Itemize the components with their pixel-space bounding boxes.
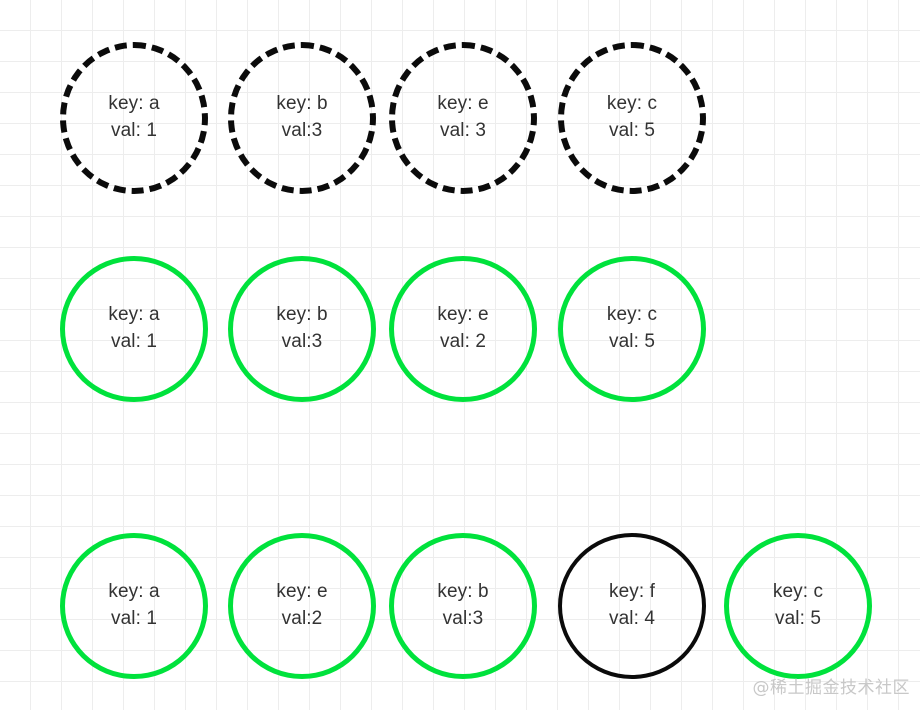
node-circle: key: c val: 5 — [724, 533, 872, 679]
node-val-label: val:3 — [442, 608, 484, 629]
node-val-label: val: 2 — [439, 331, 486, 352]
node-circle: key: a val: 1 — [60, 42, 208, 194]
node-circle: key: c val: 5 — [558, 42, 706, 194]
node-key-label: key: a — [108, 581, 160, 603]
watermark: @稀土掘金技术社区 — [752, 678, 910, 698]
diagram-row-sorted: key: a val: 1 key: e val:2 key: b val:3 key: f… — [0, 533, 920, 681]
node-val-label: val: 5 — [608, 331, 655, 352]
node-val-label: val: 5 — [774, 608, 821, 629]
node-key-label: key: b — [437, 581, 489, 603]
node-key-label: key: c — [772, 581, 824, 603]
node-key-label: key: b — [276, 93, 328, 115]
node-key-label: key: c — [606, 93, 658, 115]
node-key-label: key: a — [108, 304, 160, 326]
node-circle: key: a val: 1 — [60, 256, 208, 402]
node-circle: key: f val: 4 — [558, 533, 706, 679]
node-key-label: key: e — [276, 581, 328, 603]
node-circle: key: c val: 5 — [558, 256, 706, 402]
node-circle: key: e val: 3 — [389, 42, 537, 194]
node-circle: key: b val:3 — [228, 256, 376, 402]
node-key-label: key: c — [606, 304, 658, 326]
node-circle: key: e val: 2 — [389, 256, 537, 402]
node-circle: key: b val:3 — [228, 42, 376, 194]
node-val-label: val:3 — [281, 331, 323, 352]
node-key-label: key: b — [276, 304, 328, 326]
node-val-label: val: 1 — [110, 608, 157, 629]
node-circle: key: a val: 1 — [60, 533, 208, 679]
node-val-label: val:3 — [281, 120, 323, 141]
node-val-label: val: 1 — [110, 331, 157, 352]
node-key-label: key: e — [437, 93, 489, 115]
node-val-label: val: 1 — [110, 120, 157, 141]
node-key-label: key: a — [108, 93, 160, 115]
node-val-label: val: 3 — [439, 120, 486, 141]
node-key-label: key: f — [608, 581, 655, 603]
node-circle: key: e val:2 — [228, 533, 376, 679]
node-val-label: val: 5 — [608, 120, 655, 141]
node-val-label: val: 4 — [608, 608, 655, 629]
node-key-label: key: e — [437, 304, 489, 326]
node-circle: key: b val:3 — [389, 533, 537, 679]
node-val-label: val:2 — [281, 608, 323, 629]
